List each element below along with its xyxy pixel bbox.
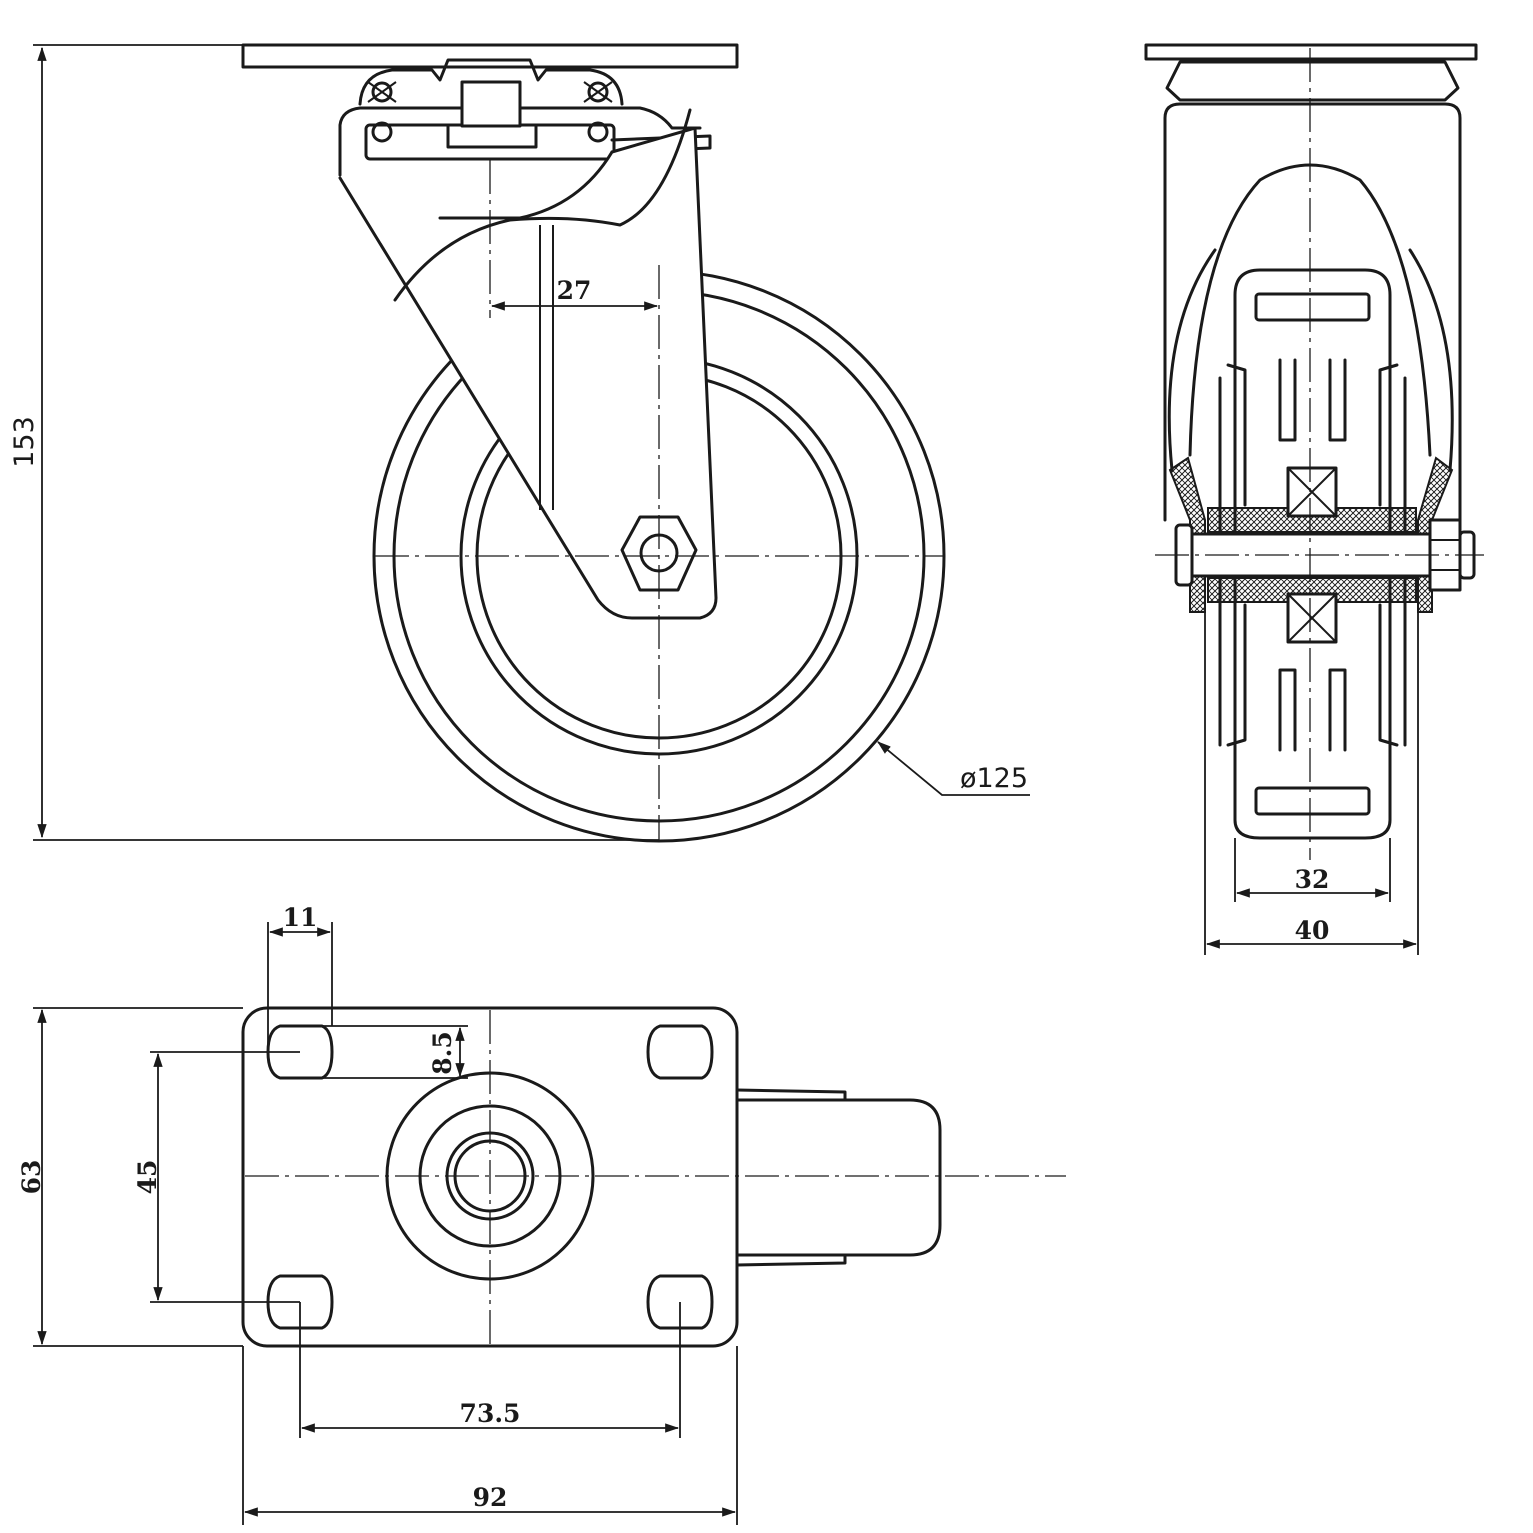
front-fork-curve-right <box>1408 248 1454 472</box>
kingpin-nut <box>446 123 538 149</box>
dim-label-40: 40 <box>1295 916 1330 945</box>
bearing-cross <box>1287 467 1337 517</box>
bolt-hole-bottom-right <box>646 1274 714 1330</box>
ball-bearing <box>587 81 609 103</box>
fork-rib <box>539 225 554 510</box>
wheel-web <box>1226 363 1399 747</box>
front-view: 32 40 <box>1144 43 1484 955</box>
dim-label-125: ø125 <box>960 763 1028 794</box>
bearing-cross <box>1287 593 1337 643</box>
kingpin <box>460 80 522 128</box>
top-plate <box>241 43 739 69</box>
fork-edge-curve <box>393 108 692 302</box>
fork-projection <box>735 1088 942 1267</box>
extension-line <box>267 922 333 1052</box>
extension-line <box>33 1007 243 1347</box>
nut-faces <box>1430 539 1460 571</box>
dim-label-153: 153 <box>9 416 40 468</box>
front-top-plate <box>1144 43 1478 61</box>
bolt-hole-top-right <box>646 1024 714 1080</box>
leader-line-125 <box>877 741 1030 796</box>
front-fork <box>1163 102 1462 522</box>
extension-line <box>299 1302 681 1438</box>
dim-label-8-5: 8.5 <box>428 1031 457 1075</box>
bearing-cage <box>367 81 613 103</box>
dim-label-11: 11 <box>283 903 318 932</box>
axle-nut <box>620 515 698 592</box>
extension-line <box>150 1051 300 1303</box>
extension-line <box>33 44 659 841</box>
fork-projection-edge <box>735 1098 847 1257</box>
ball-bearing <box>371 81 393 103</box>
dim-label-63: 63 <box>17 1160 46 1195</box>
tread-slot-top <box>1254 292 1371 322</box>
front-fork-curve-left <box>1167 248 1217 472</box>
top-view: 11 8.5 45 63 73.5 92 <box>17 903 1066 1525</box>
dim-label-73-5: 73.5 <box>460 1399 521 1428</box>
front-swivel <box>1165 60 1460 102</box>
dim-label-45: 45 <box>133 1160 162 1195</box>
ball-bearing <box>587 121 609 143</box>
extension-line <box>1204 612 1419 955</box>
upper-race <box>358 58 624 106</box>
bolt-hole-bottom-left <box>266 1274 334 1330</box>
side-view: 153 27 ø125 <box>9 43 1030 843</box>
fork-leg <box>338 126 718 620</box>
dim-label-92: 92 <box>473 1483 508 1512</box>
tread-slot-bottom <box>1254 786 1371 816</box>
dim-label-32: 32 <box>1295 865 1330 894</box>
dim-label-27: 27 <box>557 276 592 305</box>
extension-line <box>322 1025 468 1079</box>
ball-bearing <box>371 121 393 143</box>
extension-line <box>1234 838 1391 902</box>
extension-line <box>242 1346 738 1525</box>
wheel-ribs <box>1278 358 1347 752</box>
